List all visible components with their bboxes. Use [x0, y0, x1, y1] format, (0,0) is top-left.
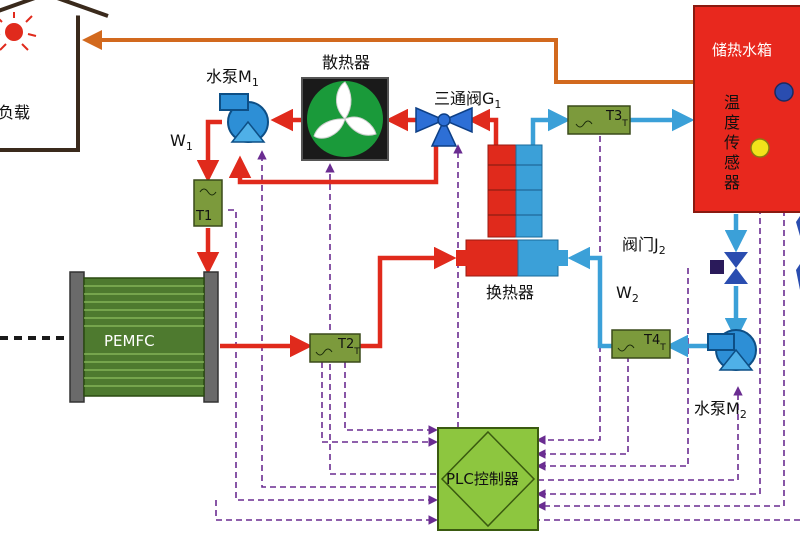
heat-exchanger-icon [456, 144, 568, 277]
valve-j2-label: 阀门J2 [622, 235, 666, 257]
heat-exchanger-label: 换热器 [486, 283, 534, 302]
storage-tank: 储热水箱 温 度 传 感 器 [693, 5, 800, 213]
sensor-t3-label: T3T [605, 109, 628, 129]
sensor-t2-label: T2T [337, 337, 360, 357]
loop-w2-label: W2 [616, 283, 639, 305]
sensor-t1: T1 [193, 179, 223, 227]
signal-lines [215, 100, 800, 525]
load-box: 负载 [0, 0, 109, 152]
radiator-label: 散热器 [322, 53, 370, 72]
load-label: 负载 [0, 103, 30, 122]
sensor-t3: T3T [567, 105, 631, 135]
tank-sensor-yellow-icon [750, 138, 770, 158]
tank-sensor-char-1: 温 [724, 93, 740, 112]
tank-to-load-pipe [82, 30, 693, 84]
sensor-t4: T4T [611, 329, 671, 359]
plc-controller: PLC控制器 [437, 427, 539, 531]
sensor-t1-label: T1 [195, 209, 212, 224]
pemfc-label: PEMFC [104, 332, 155, 350]
three-way-valve-icon [415, 106, 473, 147]
tank-sensor-char-4: 感 [724, 153, 740, 172]
pump-m1-icon [219, 93, 269, 143]
loop-w1-label: W1 [170, 131, 193, 153]
pump-m2-label: 水泵M2 [694, 399, 747, 421]
cold-pipes [530, 108, 748, 358]
sensor-t4-label: T4T [643, 333, 666, 353]
pump-m1-label: 水泵M1 [206, 67, 259, 89]
radiator-icon [301, 77, 389, 161]
sensor-t2: T2T [309, 333, 361, 363]
valve-j2-icon [710, 252, 748, 284]
lamp-icon [0, 12, 37, 51]
tank-sensor-char-2: 度 [724, 113, 740, 132]
tank-sensor-blue-icon [774, 82, 794, 102]
pump-m2-icon [707, 329, 757, 371]
right-edge-fragment [796, 216, 800, 290]
hot-pipes [196, 108, 499, 358]
pemfc-stack: PEMFC [0, 271, 219, 403]
tank-sensor-char-5: 器 [724, 173, 740, 192]
tank-sensor-char-3: 传 [724, 133, 740, 152]
plc-label: PLC控制器 [446, 470, 519, 488]
tank-title: 储热水箱 [712, 41, 772, 59]
valve-g1-label: 三通阀G1 [434, 89, 501, 111]
